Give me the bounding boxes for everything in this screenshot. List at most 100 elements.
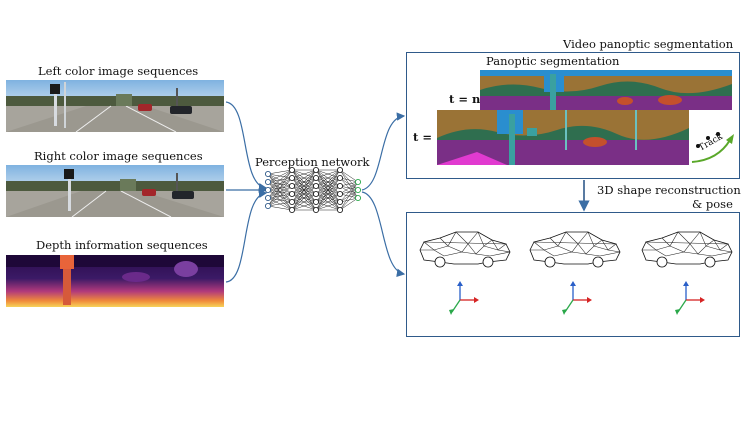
network-edge	[267, 185, 293, 207]
network-edge	[315, 193, 341, 211]
arrow-left-to-network	[225, 101, 268, 192]
network-edge	[315, 201, 341, 211]
network-edge	[339, 197, 359, 211]
network-edge	[267, 169, 293, 175]
network-node	[264, 186, 272, 194]
car-wireframe-icon-1	[419, 231, 511, 268]
network-edge	[339, 181, 359, 211]
network-node	[312, 206, 320, 214]
network-edge	[267, 169, 293, 183]
network-edge	[339, 181, 359, 187]
arrow-depth-to-network	[225, 189, 268, 283]
network-edge	[339, 181, 359, 195]
axis-triad-icon-2	[562, 281, 592, 315]
network-node	[264, 202, 272, 210]
left-images-title: Left color image sequences	[38, 64, 199, 78]
network-node	[288, 174, 296, 182]
arrow-network-to-reconstruction	[361, 191, 406, 277]
panoptic-inner-title: Panoptic segmentation	[486, 54, 620, 68]
neural-network-icon	[264, 166, 362, 214]
car-wheel	[544, 256, 556, 268]
network-edge	[291, 185, 317, 211]
network-edge	[315, 185, 341, 211]
depth-title: Depth information sequences	[36, 238, 208, 252]
left-color-image	[6, 80, 224, 132]
panoptic-frame-tn	[480, 70, 732, 110]
network-node	[354, 186, 362, 194]
network-edge	[267, 201, 293, 207]
network-node	[312, 190, 320, 198]
network-node	[288, 182, 296, 190]
network-edge	[315, 169, 341, 179]
axis-triad-icon-3	[675, 281, 705, 315]
depth-image	[6, 255, 224, 307]
network-edge	[315, 169, 341, 187]
network-node	[312, 174, 320, 182]
network-edge	[339, 189, 359, 211]
network-edge	[291, 169, 317, 195]
axis-triad-icon-1	[449, 281, 479, 315]
network-node	[336, 198, 344, 206]
network-node	[312, 166, 320, 174]
network-edge	[291, 169, 317, 187]
frame-label-t1: t = 1	[413, 130, 444, 144]
network-edge	[315, 169, 341, 211]
network-node	[336, 206, 344, 214]
network-edge	[339, 169, 359, 183]
network-node	[288, 198, 296, 206]
network-node	[336, 166, 344, 174]
arrow-network-to-panoptic	[361, 112, 406, 191]
network-node	[264, 194, 272, 202]
network-node	[336, 182, 344, 190]
car-mesh	[642, 231, 733, 257]
network-node	[312, 182, 320, 190]
car-wheel	[482, 256, 494, 268]
reconstruction-title-line2: & pose	[692, 197, 733, 211]
network-edge	[291, 169, 317, 179]
network-title: Perception network	[255, 155, 370, 169]
reconstruction-panel	[406, 212, 740, 337]
network-edge	[339, 181, 359, 203]
network-node	[312, 198, 320, 206]
network-node	[288, 206, 296, 214]
car-wheel	[656, 256, 668, 268]
video-panoptic-title: Video panoptic segmentation	[563, 37, 734, 51]
network-edge	[267, 205, 293, 211]
right-color-image	[6, 165, 224, 217]
network-edge	[267, 169, 293, 199]
panoptic-frame-t1	[437, 110, 689, 165]
car-wheel	[592, 256, 604, 268]
right-images-title: Right color image sequences	[34, 149, 203, 163]
network-edge	[315, 169, 341, 203]
network-edge	[267, 169, 293, 207]
frame-label-tn: t = n	[449, 92, 481, 106]
network-node	[354, 194, 362, 202]
car-mesh	[420, 231, 511, 257]
network-node	[354, 178, 362, 186]
network-edge	[315, 169, 341, 195]
network-node	[264, 178, 272, 186]
network-edge	[291, 177, 317, 211]
track-arrow-icon	[690, 128, 736, 164]
network-node	[264, 170, 272, 178]
network-edge	[315, 177, 341, 211]
network-edge	[339, 177, 359, 183]
car-wireframe-icon-2	[529, 231, 621, 268]
network-node	[288, 190, 296, 198]
network-edge	[267, 177, 293, 207]
network-edge	[291, 201, 317, 211]
reconstruction-title-line1: 3D shape reconstruction	[597, 183, 741, 197]
network-edge	[291, 169, 317, 203]
network-edge	[291, 169, 317, 211]
network-node	[288, 166, 296, 174]
network-edge	[267, 193, 293, 207]
network-node	[336, 174, 344, 182]
car-mesh	[530, 231, 621, 257]
network-edge	[267, 169, 293, 191]
network-edge	[291, 193, 317, 211]
network-node	[336, 190, 344, 198]
car-wireframe-icon-3	[641, 231, 733, 268]
car-wheel	[704, 256, 716, 268]
